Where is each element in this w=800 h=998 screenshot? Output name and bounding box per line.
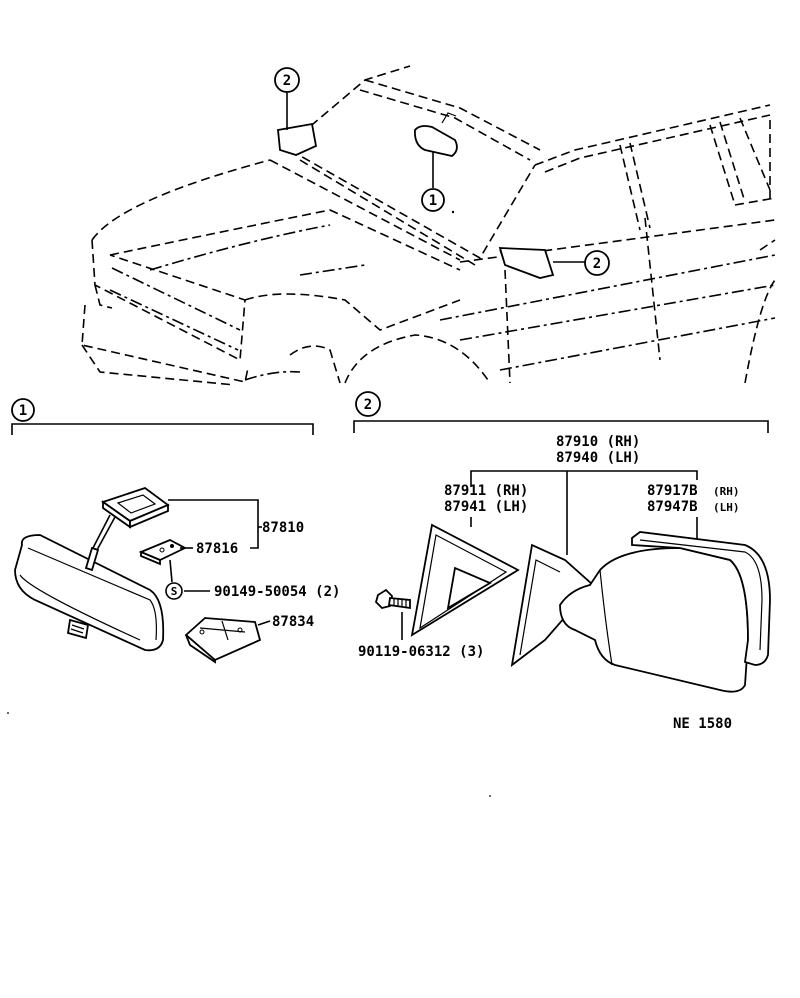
part-87947b-side: (LH) — [713, 501, 740, 514]
svg-text:2: 2 — [364, 397, 372, 413]
part-87941: 87941 (LH) — [444, 499, 528, 515]
part-87816: 87816 — [196, 541, 238, 557]
section-2-header: 2 — [353, 391, 769, 433]
svg-text:2: 2 — [283, 73, 291, 89]
part-90119-06312: 90119-06312 (3) — [358, 644, 484, 660]
inner-mirror-illustration — [14, 486, 262, 664]
part-87947b: 87947B — [647, 499, 698, 515]
svg-text:1: 1 — [19, 403, 27, 419]
reference-code: NE 1580 — [673, 716, 732, 732]
callout-1: 1 — [421, 188, 445, 212]
part-87917b: 87917B — [647, 483, 698, 499]
s-symbol: S — [165, 582, 183, 600]
part-87910: 87910 (RH) — [556, 434, 640, 450]
part-90149-50054: 90149-50054 (2) — [214, 584, 340, 600]
svg-text:2: 2 — [593, 256, 601, 272]
vehicle-illustration — [81, 65, 776, 386]
part-87940: 87940 (LH) — [556, 450, 640, 466]
outer-mirror-illustration — [374, 523, 771, 693]
section-1-header: 1 — [11, 398, 314, 435]
part-87911: 87911 (RH) — [444, 483, 528, 499]
section-2-leaders — [401, 470, 698, 640]
svg-text:S: S — [171, 585, 178, 598]
part-87917b-side: (RH) — [713, 485, 740, 498]
svg-text:1: 1 — [429, 193, 437, 209]
callout-2-right: 2 — [584, 250, 610, 276]
callout-2-top: 2 — [274, 67, 300, 93]
part-87834: 87834 — [272, 614, 314, 630]
section-1-leaders — [168, 499, 271, 626]
part-87810: 87810 — [262, 520, 304, 536]
bolt-icon — [374, 588, 411, 610]
